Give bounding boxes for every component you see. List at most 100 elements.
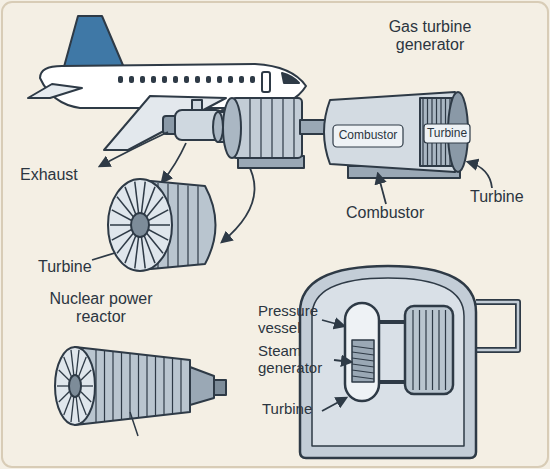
- callout-label: Turbine: [470, 188, 524, 206]
- reactor-cylinder: [214, 380, 226, 395]
- part-label: Combustor: [333, 129, 403, 143]
- containment-vessel: [405, 306, 453, 394]
- callout-label: Turbine: [262, 400, 312, 417]
- reactor-cylinder: [172, 359, 173, 413]
- airplane: [206, 76, 211, 83]
- containment-vessel: [476, 302, 518, 350]
- airplane: [140, 76, 145, 83]
- turbofan-engine: [110, 182, 170, 269]
- gas-turbine-generator: [271, 99, 272, 157]
- airplane: [228, 76, 233, 83]
- reactor-cylinder: [55, 347, 95, 425]
- leader-arrow: [162, 143, 186, 182]
- containment-vessel: [352, 364, 374, 367]
- gas-turbine-generator: [213, 112, 223, 142]
- containment-vessel: [345, 303, 379, 401]
- reactor-cylinder: [75, 347, 190, 425]
- callout-label: Steam generator: [258, 342, 334, 377]
- gas-turbine-generator: [232, 98, 302, 158]
- gas-turbine-generator: [282, 99, 283, 157]
- gas-turbine-generator: [293, 99, 294, 157]
- airplane: [262, 72, 270, 92]
- leader-arrow: [100, 132, 168, 166]
- airplane: [239, 76, 244, 83]
- leader-arrow: [378, 174, 386, 204]
- turbofan-engine: [131, 213, 149, 237]
- callout-label: Pressure vessel: [258, 302, 328, 337]
- containment-vessel: [312, 278, 464, 446]
- airplane: [28, 84, 82, 98]
- containment-vessel: [412, 310, 413, 390]
- reactor-cylinder: [112, 352, 113, 420]
- containment-vessel: [425, 310, 426, 390]
- reactor-cylinder: [57, 350, 93, 422]
- airplane: [282, 73, 299, 83]
- leader-arrow: [322, 320, 351, 411]
- gas-turbine-generator: [223, 98, 241, 158]
- callout-label: Exhaust: [20, 166, 78, 184]
- containment-vessel: [438, 310, 439, 390]
- containment-vessel: [419, 310, 420, 390]
- leader-arrow: [322, 320, 344, 326]
- airplane: [104, 96, 226, 150]
- callout-label: Combustor: [346, 204, 424, 222]
- gas-turbine-generator: [213, 92, 470, 178]
- containment-vessel: [300, 266, 476, 458]
- reactor-cylinder: [55, 347, 226, 436]
- gas-turbine-generator: [333, 125, 403, 147]
- airplane: [195, 76, 200, 83]
- containment-vessel: [413, 310, 446, 390]
- turbofan-engine: [187, 185, 188, 265]
- airplane: [162, 76, 167, 83]
- gas-turbine-generator: [424, 124, 470, 143]
- gas-turbine-generator: [249, 99, 250, 157]
- reactor-cylinder: [130, 412, 138, 436]
- containment-vessel: [352, 352, 374, 355]
- reactor-cylinder: [129, 354, 130, 418]
- containment-vessel: [300, 266, 518, 458]
- reactor-cylinder: [104, 351, 105, 421]
- reactor-cylinder: [146, 356, 147, 416]
- airplane: [184, 76, 189, 83]
- reactor-cylinder: [190, 367, 214, 405]
- callout-label: Turbine: [38, 258, 92, 276]
- reactor-cylinder: [155, 357, 156, 415]
- reactor-cylinder: [96, 350, 181, 422]
- containment-vessel: [352, 376, 374, 379]
- section-heading: Gas turbine generator: [362, 18, 498, 55]
- turbofan-engine: [197, 186, 198, 265]
- airplane: [173, 76, 178, 83]
- turbofan-engine: [108, 179, 172, 271]
- containment-vessel: [352, 346, 374, 349]
- reactor-cylinder: [163, 358, 164, 414]
- airplane: [118, 76, 123, 83]
- airplane: [118, 76, 255, 83]
- containment-vessel: [352, 340, 374, 382]
- leader-arrow: [322, 398, 346, 411]
- containment-vessel: [379, 322, 405, 382]
- leader-arrow: [334, 360, 351, 362]
- containment-vessel: [476, 302, 518, 350]
- airplane: [217, 76, 222, 83]
- leader-arrow: [468, 162, 492, 188]
- containment-vessel: [445, 310, 446, 390]
- airplane: [151, 76, 156, 83]
- containment-vessel: [352, 346, 374, 379]
- airplane: [250, 76, 255, 83]
- gas-turbine-generator: [260, 99, 261, 157]
- part-label: Turbine: [424, 127, 470, 141]
- airplane: [129, 76, 134, 83]
- reactor-cylinder: [138, 355, 139, 417]
- turbofan-engine: [177, 185, 178, 267]
- containment-vessel: [432, 310, 433, 390]
- containment-vessel: [352, 370, 374, 373]
- gas-turbine-generator: [250, 99, 294, 157]
- reactor-cylinder: [121, 353, 122, 419]
- reactor-cylinder: [180, 360, 181, 412]
- reactor-cylinder: [69, 375, 81, 397]
- section-heading: Nuclear power reactor: [40, 290, 162, 327]
